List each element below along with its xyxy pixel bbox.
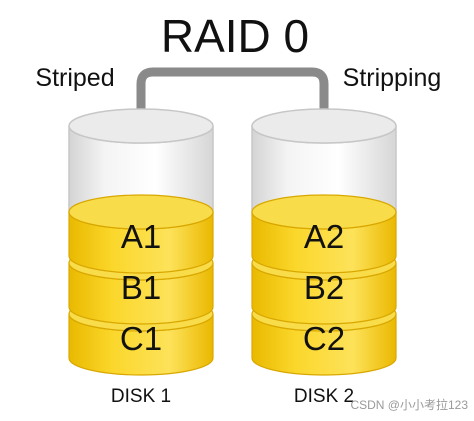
right-label: Stripping xyxy=(343,64,442,92)
disk-1-block-1-top xyxy=(68,194,214,230)
disk-2-block-1-label: A2 xyxy=(304,218,344,255)
disk-1-label: DISK 1 xyxy=(111,386,171,407)
disk-2-block-2-label: B2 xyxy=(304,269,344,306)
disk-1-container-rim xyxy=(68,108,214,144)
connector-line xyxy=(136,67,329,131)
disk-2-container-rim xyxy=(251,108,397,144)
disk-2: C2 B2 A2 xyxy=(251,108,397,376)
watermark-text: CSDN @小小考拉123 xyxy=(350,397,468,412)
disk-2-block-1-top xyxy=(251,194,397,230)
disk-1-block-1: A1 xyxy=(68,194,214,274)
disk-1-block-3-label: C1 xyxy=(120,320,162,357)
disk-2-block-3-label: C2 xyxy=(303,320,345,357)
disk-1-block-2-label: B1 xyxy=(121,269,161,306)
disk-2-block-1: A2 xyxy=(251,194,397,274)
diagram-title: RAID 0 xyxy=(161,10,309,62)
left-label: Striped xyxy=(35,64,114,92)
disk-2-label: DISK 2 xyxy=(294,386,354,407)
disk-1: C1 B1 A1 xyxy=(68,108,214,376)
disk-1-block-1-label: A1 xyxy=(121,218,161,255)
